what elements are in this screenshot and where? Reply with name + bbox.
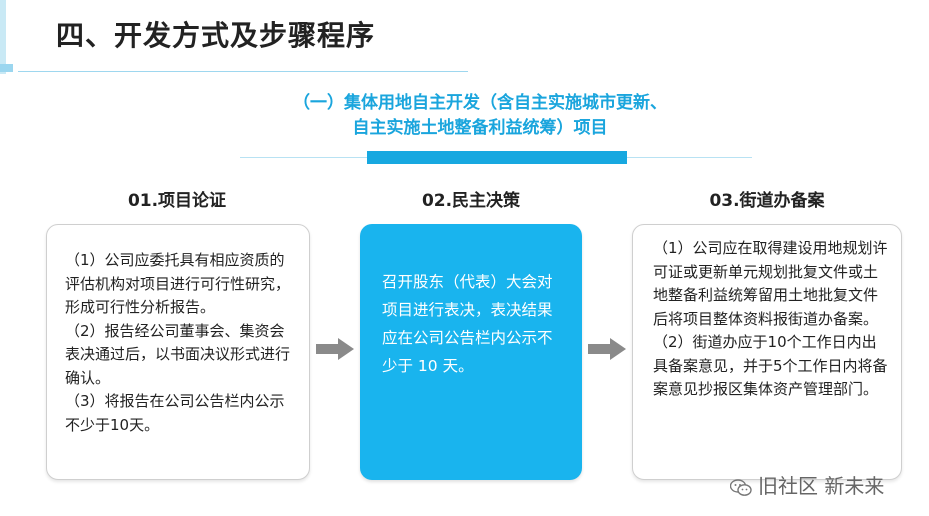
- page-title: 四、开发方式及步骤程序: [56, 19, 376, 52]
- accent-tick: [0, 64, 13, 72]
- section-subtitle: （一）集体用地自主开发（含自主实施城市更新、 自主实施土地整备利益统筹）项目: [240, 91, 720, 141]
- step-1-label: 01.项目论证: [127, 191, 227, 211]
- step-1-paragraph: （2）报告经公司董事会、集资会表决通过后，以书面决议形式进行确认。: [65, 321, 291, 387]
- watermark-text: 旧社区 新未来: [758, 474, 885, 498]
- accent-bar: [0, 0, 6, 74]
- step-1-box: （1）公司应委托具有相应资质的评估机构对项目进行可行性研究，形成可行性分析报告。…: [46, 224, 310, 480]
- header-divider: [18, 71, 468, 72]
- step-1-paragraph: （3）将报告在公司公告栏内公示不少于10天。: [65, 392, 285, 434]
- arrow-right-icon: [588, 338, 626, 360]
- step-3-paragraph: （1）公司应在取得建设用地规划许可证或更新单元规划批复文件或土地整备利益统筹留用…: [653, 239, 888, 328]
- wechat-icon: [730, 478, 752, 496]
- subtitle-line-2: 自主实施土地整备利益统筹）项目: [352, 118, 608, 138]
- arrow-right-icon: [316, 338, 354, 360]
- watermark: 旧社区 新未来: [730, 470, 884, 499]
- step-2-label: 02.民主决策: [421, 191, 521, 211]
- step-1-paragraph: （1）公司应委托具有相应资质的评估机构对项目进行可行性研究，形成可行性分析报告。: [65, 251, 291, 316]
- subtitle-line-1: （一）集体用地自主开发（含自主实施城市更新、: [293, 93, 667, 113]
- step-2-paragraph: 召开股东（代表）大会对项目进行表决，表决结果应在公司公告栏内公示不少于 10 天…: [382, 273, 553, 375]
- step-2-box: 召开股东（代表）大会对项目进行表决，表决结果应在公司公告栏内公示不少于 10 天…: [360, 224, 582, 480]
- step-3-label: 03.街道办备案: [709, 191, 825, 211]
- step-3-paragraph: （2）街道办应于10个工作日内出具备案意见，并于5个工作日内将备案意见抄报区集体…: [653, 333, 888, 398]
- step-3-box: （1）公司应在取得建设用地规划许可证或更新单元规划批复文件或土地整备利益统筹留用…: [632, 224, 902, 480]
- header-accent: [0, 0, 13, 74]
- subtitle-accent-bar: [367, 151, 627, 164]
